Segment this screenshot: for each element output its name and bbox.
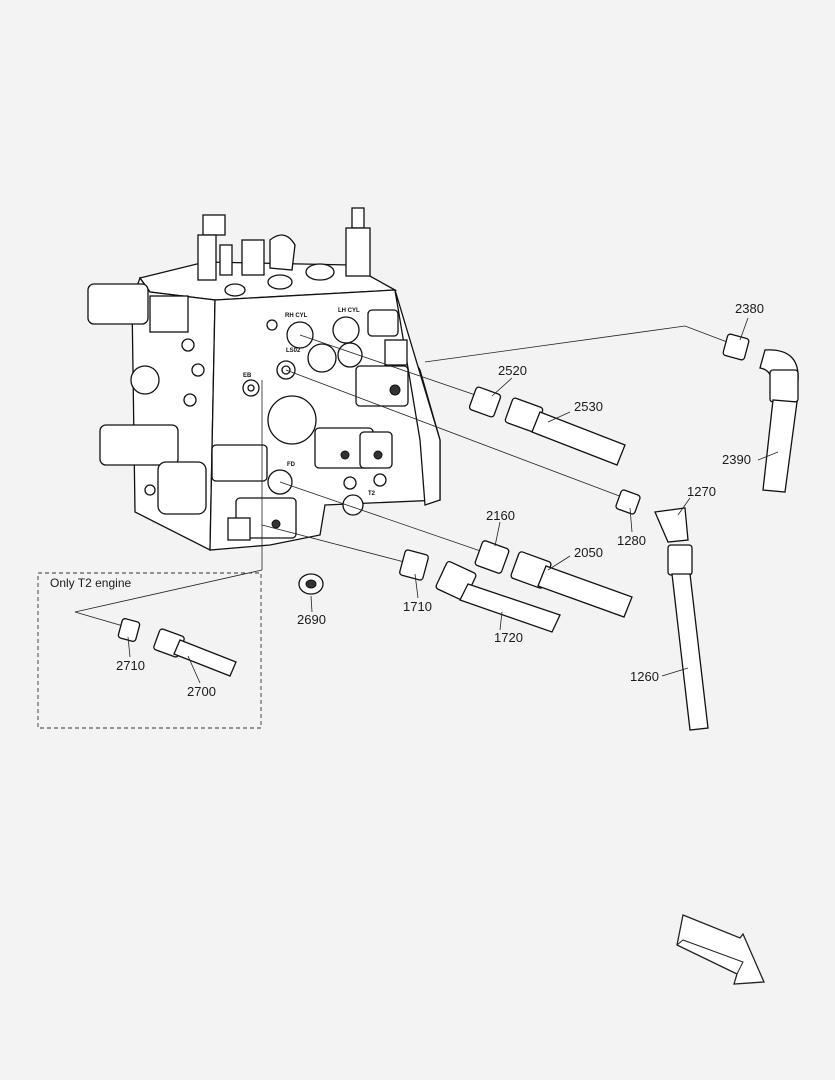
callout-2710: 2710 xyxy=(116,658,145,673)
hose-1260-assembly xyxy=(615,489,709,731)
port-label-ls02: LS02 xyxy=(286,348,301,354)
callout-2160: 2160 xyxy=(486,508,515,523)
port-label-lh-cyl: LH CYL xyxy=(338,308,360,314)
callout-2520: 2520 xyxy=(498,363,527,378)
t2-engine-label: Only T2 engine xyxy=(50,576,131,590)
plug-2690 xyxy=(298,573,324,595)
callout-2690: 2690 xyxy=(297,612,326,627)
callout-2700: 2700 xyxy=(187,684,216,699)
callout-1710: 1710 xyxy=(403,599,432,614)
callout-2530: 2530 xyxy=(574,399,603,414)
hose-1720-assembly xyxy=(399,549,561,633)
hose-2390-assembly xyxy=(722,333,799,493)
t2-engine-box xyxy=(37,572,262,729)
callout-leaders xyxy=(127,317,779,684)
callout-1280: 1280 xyxy=(617,533,646,548)
direction-arrow-icon xyxy=(676,914,765,985)
callout-2050: 2050 xyxy=(574,545,603,560)
port-label-t2: T2 xyxy=(368,491,376,497)
callout-2380: 2380 xyxy=(735,301,764,316)
port-label-rh-cyl: RH CYL xyxy=(285,313,308,319)
hose-2530-assembly xyxy=(468,386,626,466)
callout-1720: 1720 xyxy=(494,630,523,645)
callout-1260: 1260 xyxy=(630,669,659,684)
hose-2050-assembly xyxy=(474,540,633,618)
valve-block xyxy=(87,207,441,552)
port-label-fd: FD xyxy=(287,462,296,468)
port-label-eb: EB xyxy=(243,373,252,379)
hose-2700-assembly xyxy=(117,618,237,677)
callout-1270: 1270 xyxy=(687,484,716,499)
callout-2390: 2390 xyxy=(722,452,751,467)
